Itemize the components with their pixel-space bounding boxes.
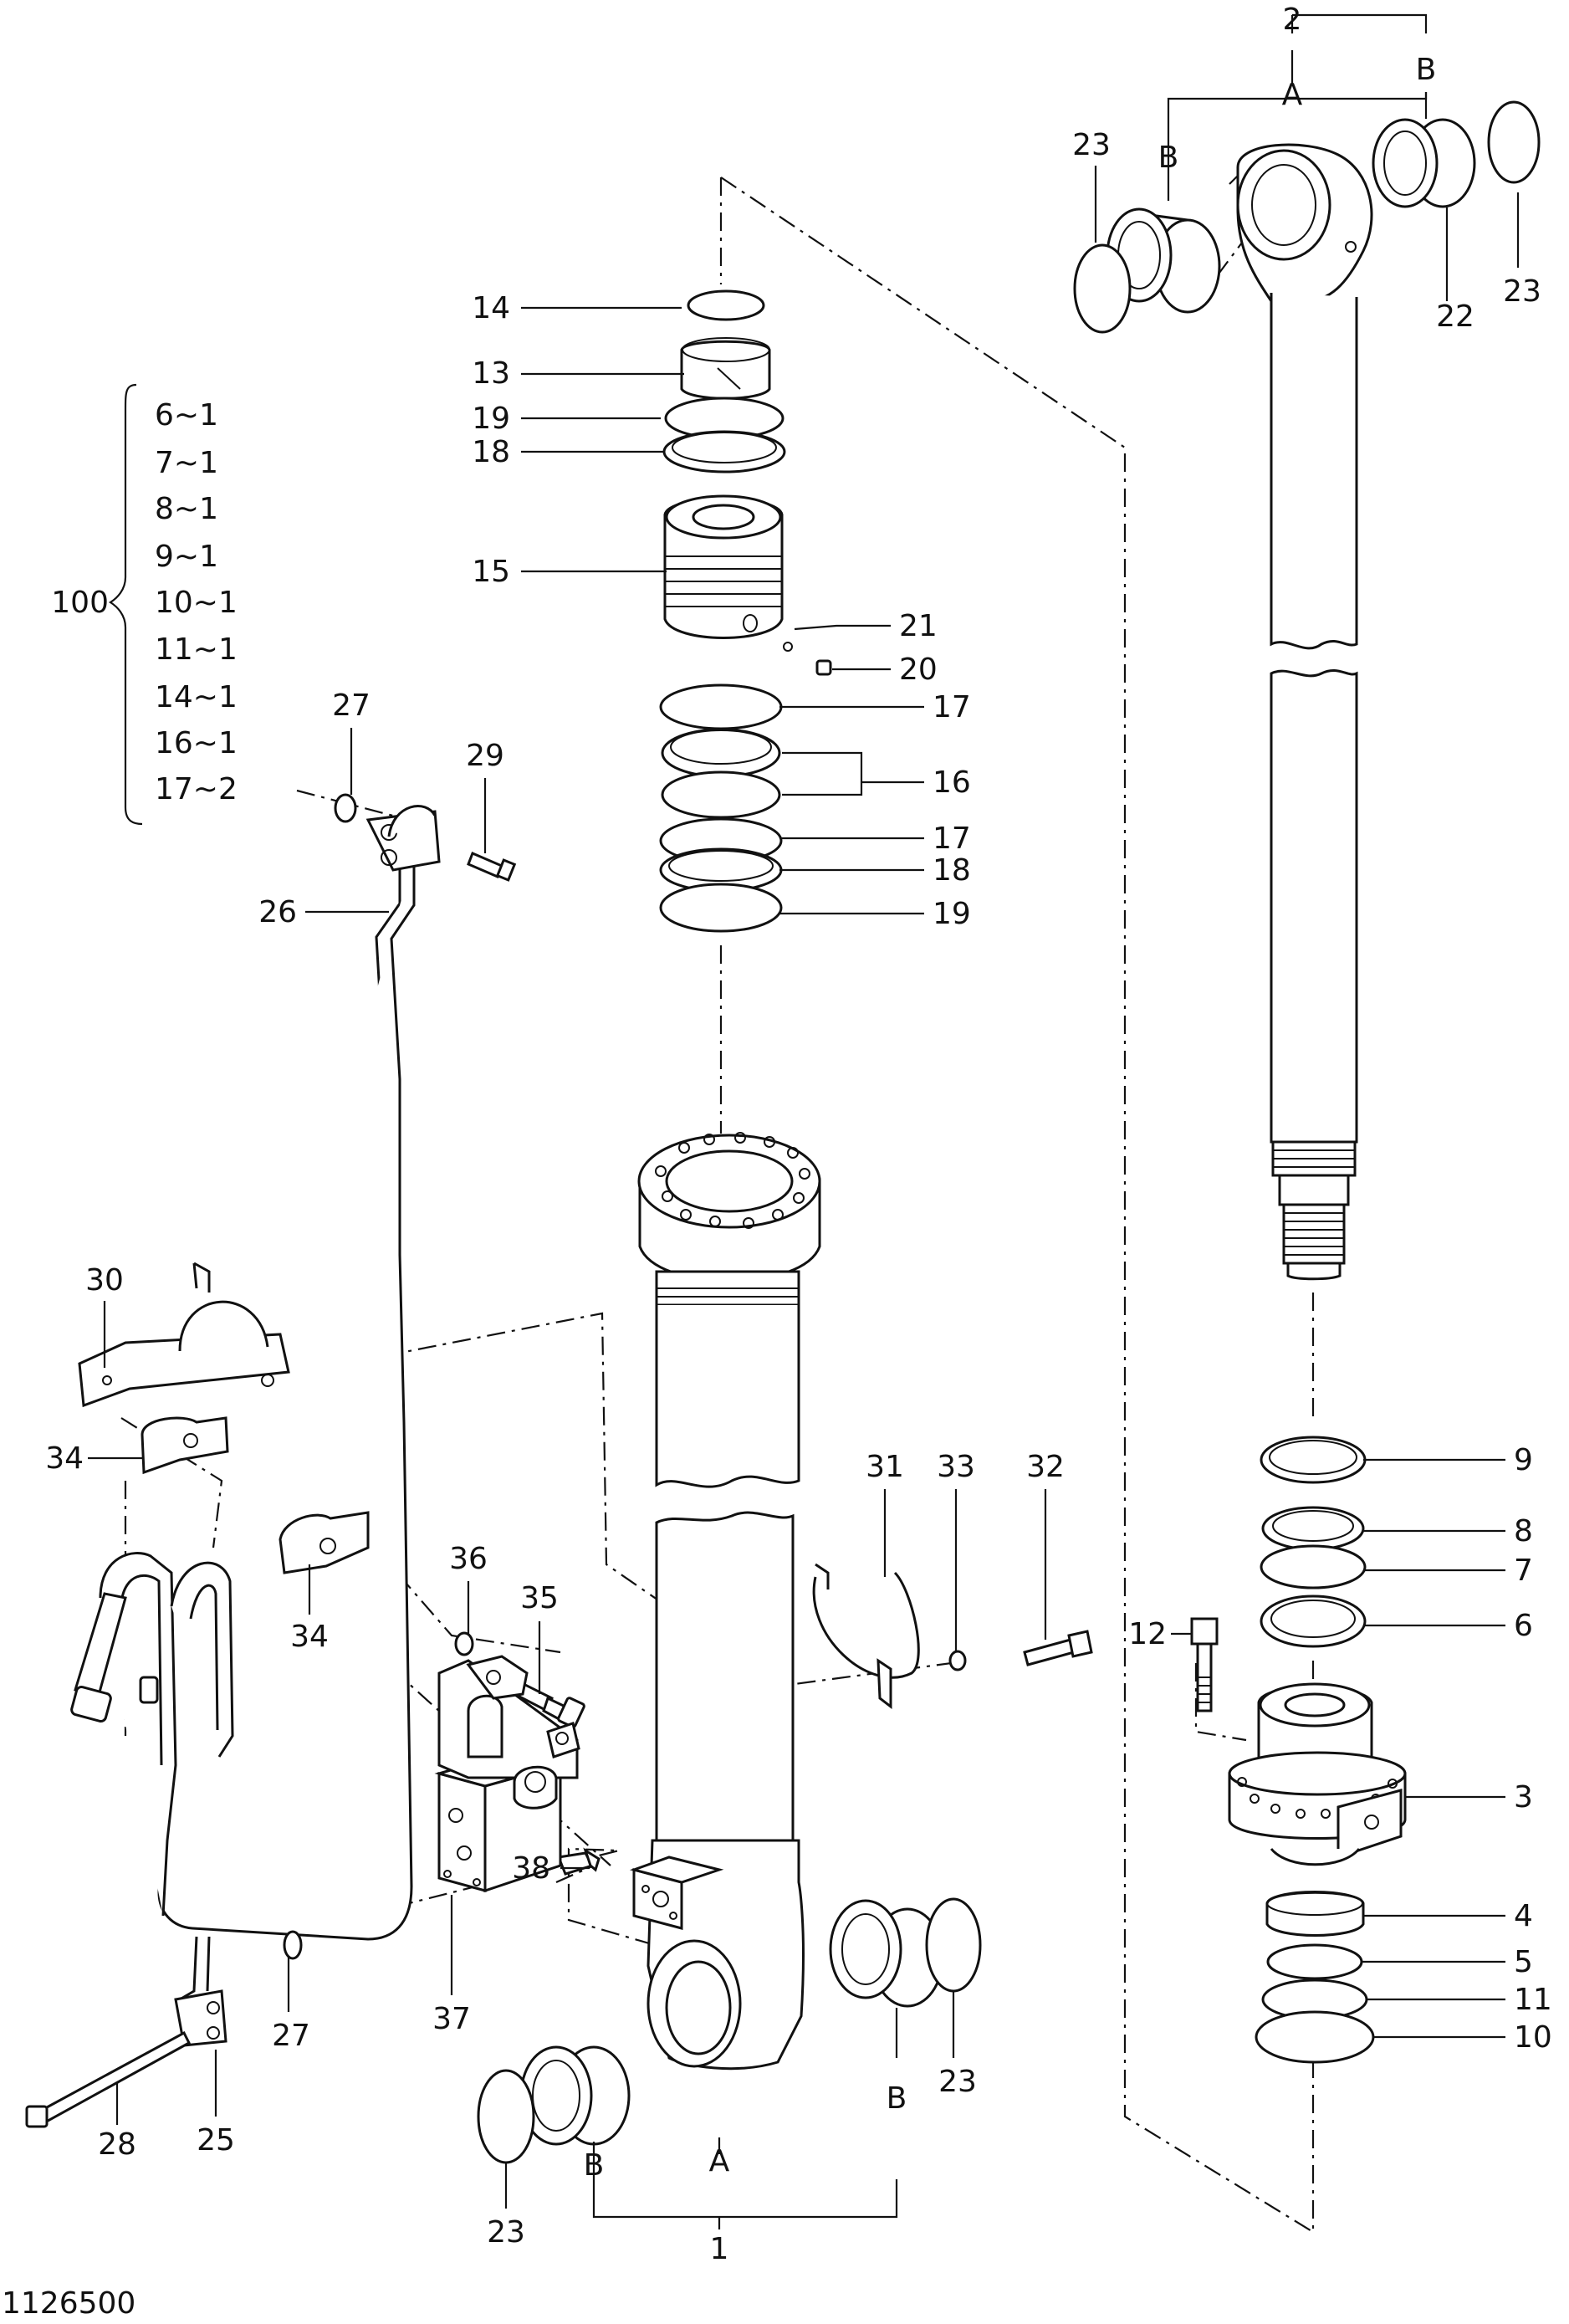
callout-19-upper: 19 bbox=[472, 402, 510, 436]
callout-15: 15 bbox=[472, 555, 510, 589]
hydraulic-pipe-25 bbox=[70, 1552, 234, 2047]
callout-23-tube-right: 23 bbox=[938, 2065, 977, 2099]
callout-10: 10 bbox=[1514, 2020, 1552, 2055]
callout-21: 21 bbox=[899, 609, 938, 643]
callout-37: 37 bbox=[432, 2002, 471, 2036]
valve-block-37 bbox=[434, 1655, 580, 1893]
tube-bushing-left bbox=[519, 2045, 631, 2146]
clamp-34-upper bbox=[141, 1416, 229, 1475]
callout-28: 28 bbox=[98, 2127, 136, 2162]
seal-kit-list: 100 6~1 7~1 8~1 9~1 10~1 11~1 14~1 16~1 … bbox=[51, 398, 238, 806]
callout-14: 14 bbox=[472, 291, 510, 325]
callout-20: 20 bbox=[899, 653, 938, 687]
kit-label: 100 bbox=[51, 586, 109, 620]
callout-17-upper: 17 bbox=[933, 690, 971, 724]
callout-12: 12 bbox=[1128, 1617, 1167, 1651]
callout-30: 30 bbox=[85, 1263, 124, 1298]
callout-4: 4 bbox=[1514, 1899, 1533, 1933]
clamp-30 bbox=[78, 1262, 290, 1408]
clamp-31 bbox=[812, 1563, 920, 1710]
callout-27-lower: 27 bbox=[272, 2019, 310, 2053]
callout-32: 32 bbox=[1026, 1450, 1065, 1484]
callout-rod-b-right: B bbox=[1416, 53, 1437, 87]
cylinder-tube bbox=[629, 1132, 821, 2071]
callout-22: 22 bbox=[1436, 299, 1474, 334]
bolt-32 bbox=[1023, 1630, 1093, 1666]
fitting-38 bbox=[556, 1847, 601, 1876]
callout-35: 35 bbox=[520, 1581, 559, 1615]
callout-rod-a: A bbox=[1282, 78, 1303, 112]
kit-entry: 16~1 bbox=[155, 726, 238, 760]
callout-19-lower: 19 bbox=[933, 897, 971, 931]
rod-eye-seal-ring-right bbox=[1487, 100, 1541, 184]
washer-33 bbox=[948, 1650, 967, 1671]
callout-6: 6 bbox=[1514, 1609, 1533, 1643]
callout-29: 29 bbox=[466, 739, 504, 773]
callout-tube-b-right: B bbox=[887, 2081, 907, 2116]
kit-entry: 7~1 bbox=[155, 446, 218, 480]
callout-23-rod-right: 23 bbox=[1503, 274, 1541, 309]
callout-7: 7 bbox=[1514, 1554, 1533, 1588]
kit-entry: 14~1 bbox=[155, 680, 238, 714]
kit-entry: 9~1 bbox=[155, 540, 218, 574]
washer-36 bbox=[454, 1631, 474, 1656]
kit-entry: 17~2 bbox=[155, 772, 238, 806]
callout-5: 5 bbox=[1514, 1945, 1533, 1979]
callout-36: 36 bbox=[449, 1542, 488, 1576]
callout-23-rod-left: 23 bbox=[1072, 128, 1111, 162]
bolt-28 bbox=[25, 2030, 191, 2128]
callout-13: 13 bbox=[472, 356, 510, 391]
kit-entry: 11~1 bbox=[155, 632, 238, 667]
piston-rings bbox=[1260, 1436, 1367, 1648]
callout-16: 16 bbox=[933, 765, 971, 800]
callout-rod-b-left: B bbox=[1158, 141, 1179, 175]
bolt-29 bbox=[467, 852, 517, 882]
callout-17-lower: 17 bbox=[933, 822, 971, 856]
callout-labels: 2 A B B 23 23 22 14 13 19 18 15 21 20 17… bbox=[45, 3, 1552, 2266]
callout-tube-b-left: B bbox=[584, 2148, 605, 2183]
leader-lines bbox=[88, 13, 1520, 2229]
oring-27-lower bbox=[283, 1930, 303, 1960]
drawing-number: 1126500 bbox=[2, 2286, 135, 2320]
piston bbox=[1228, 1682, 1407, 1866]
oring-27-upper bbox=[334, 793, 357, 823]
tube-seal-ring-left bbox=[477, 2069, 535, 2164]
callout-31: 31 bbox=[866, 1450, 904, 1484]
tube-seal-ring-right bbox=[925, 1897, 982, 1993]
callout-38: 38 bbox=[512, 1851, 550, 1886]
rod-eye-bushing-right bbox=[1372, 118, 1476, 208]
clamp-34-lower bbox=[279, 1511, 370, 1574]
rod-eye-seal-ring-left bbox=[1073, 243, 1132, 334]
callout-2: 2 bbox=[1283, 3, 1302, 37]
callout-1: 1 bbox=[710, 2232, 729, 2266]
callout-23-tube-left: 23 bbox=[487, 2215, 525, 2250]
callout-34-upper: 34 bbox=[45, 1441, 84, 1476]
callout-8: 8 bbox=[1514, 1514, 1533, 1548]
callout-18-upper: 18 bbox=[472, 435, 510, 469]
callout-25: 25 bbox=[197, 2123, 235, 2158]
callout-tube-a: A bbox=[709, 2144, 730, 2178]
callout-11: 11 bbox=[1514, 1983, 1552, 2017]
callout-26: 26 bbox=[258, 895, 297, 929]
tube-bushing-right bbox=[829, 1899, 944, 2008]
callout-9: 9 bbox=[1514, 1443, 1533, 1477]
piston-rod bbox=[1236, 143, 1373, 1281]
head-seal-stack bbox=[659, 289, 832, 933]
kit-entry: 10~1 bbox=[155, 586, 238, 620]
piston-lower-rings bbox=[1255, 1891, 1375, 2064]
piston-bolt bbox=[1190, 1617, 1219, 1712]
callout-3: 3 bbox=[1514, 1780, 1533, 1815]
callout-33: 33 bbox=[937, 1450, 975, 1484]
callout-18-lower: 18 bbox=[933, 853, 971, 888]
kit-entry: 8~1 bbox=[155, 492, 218, 526]
callout-27-upper: 27 bbox=[332, 688, 371, 723]
callout-34-lower: 34 bbox=[290, 1620, 329, 1654]
kit-entry: 6~1 bbox=[155, 398, 218, 433]
